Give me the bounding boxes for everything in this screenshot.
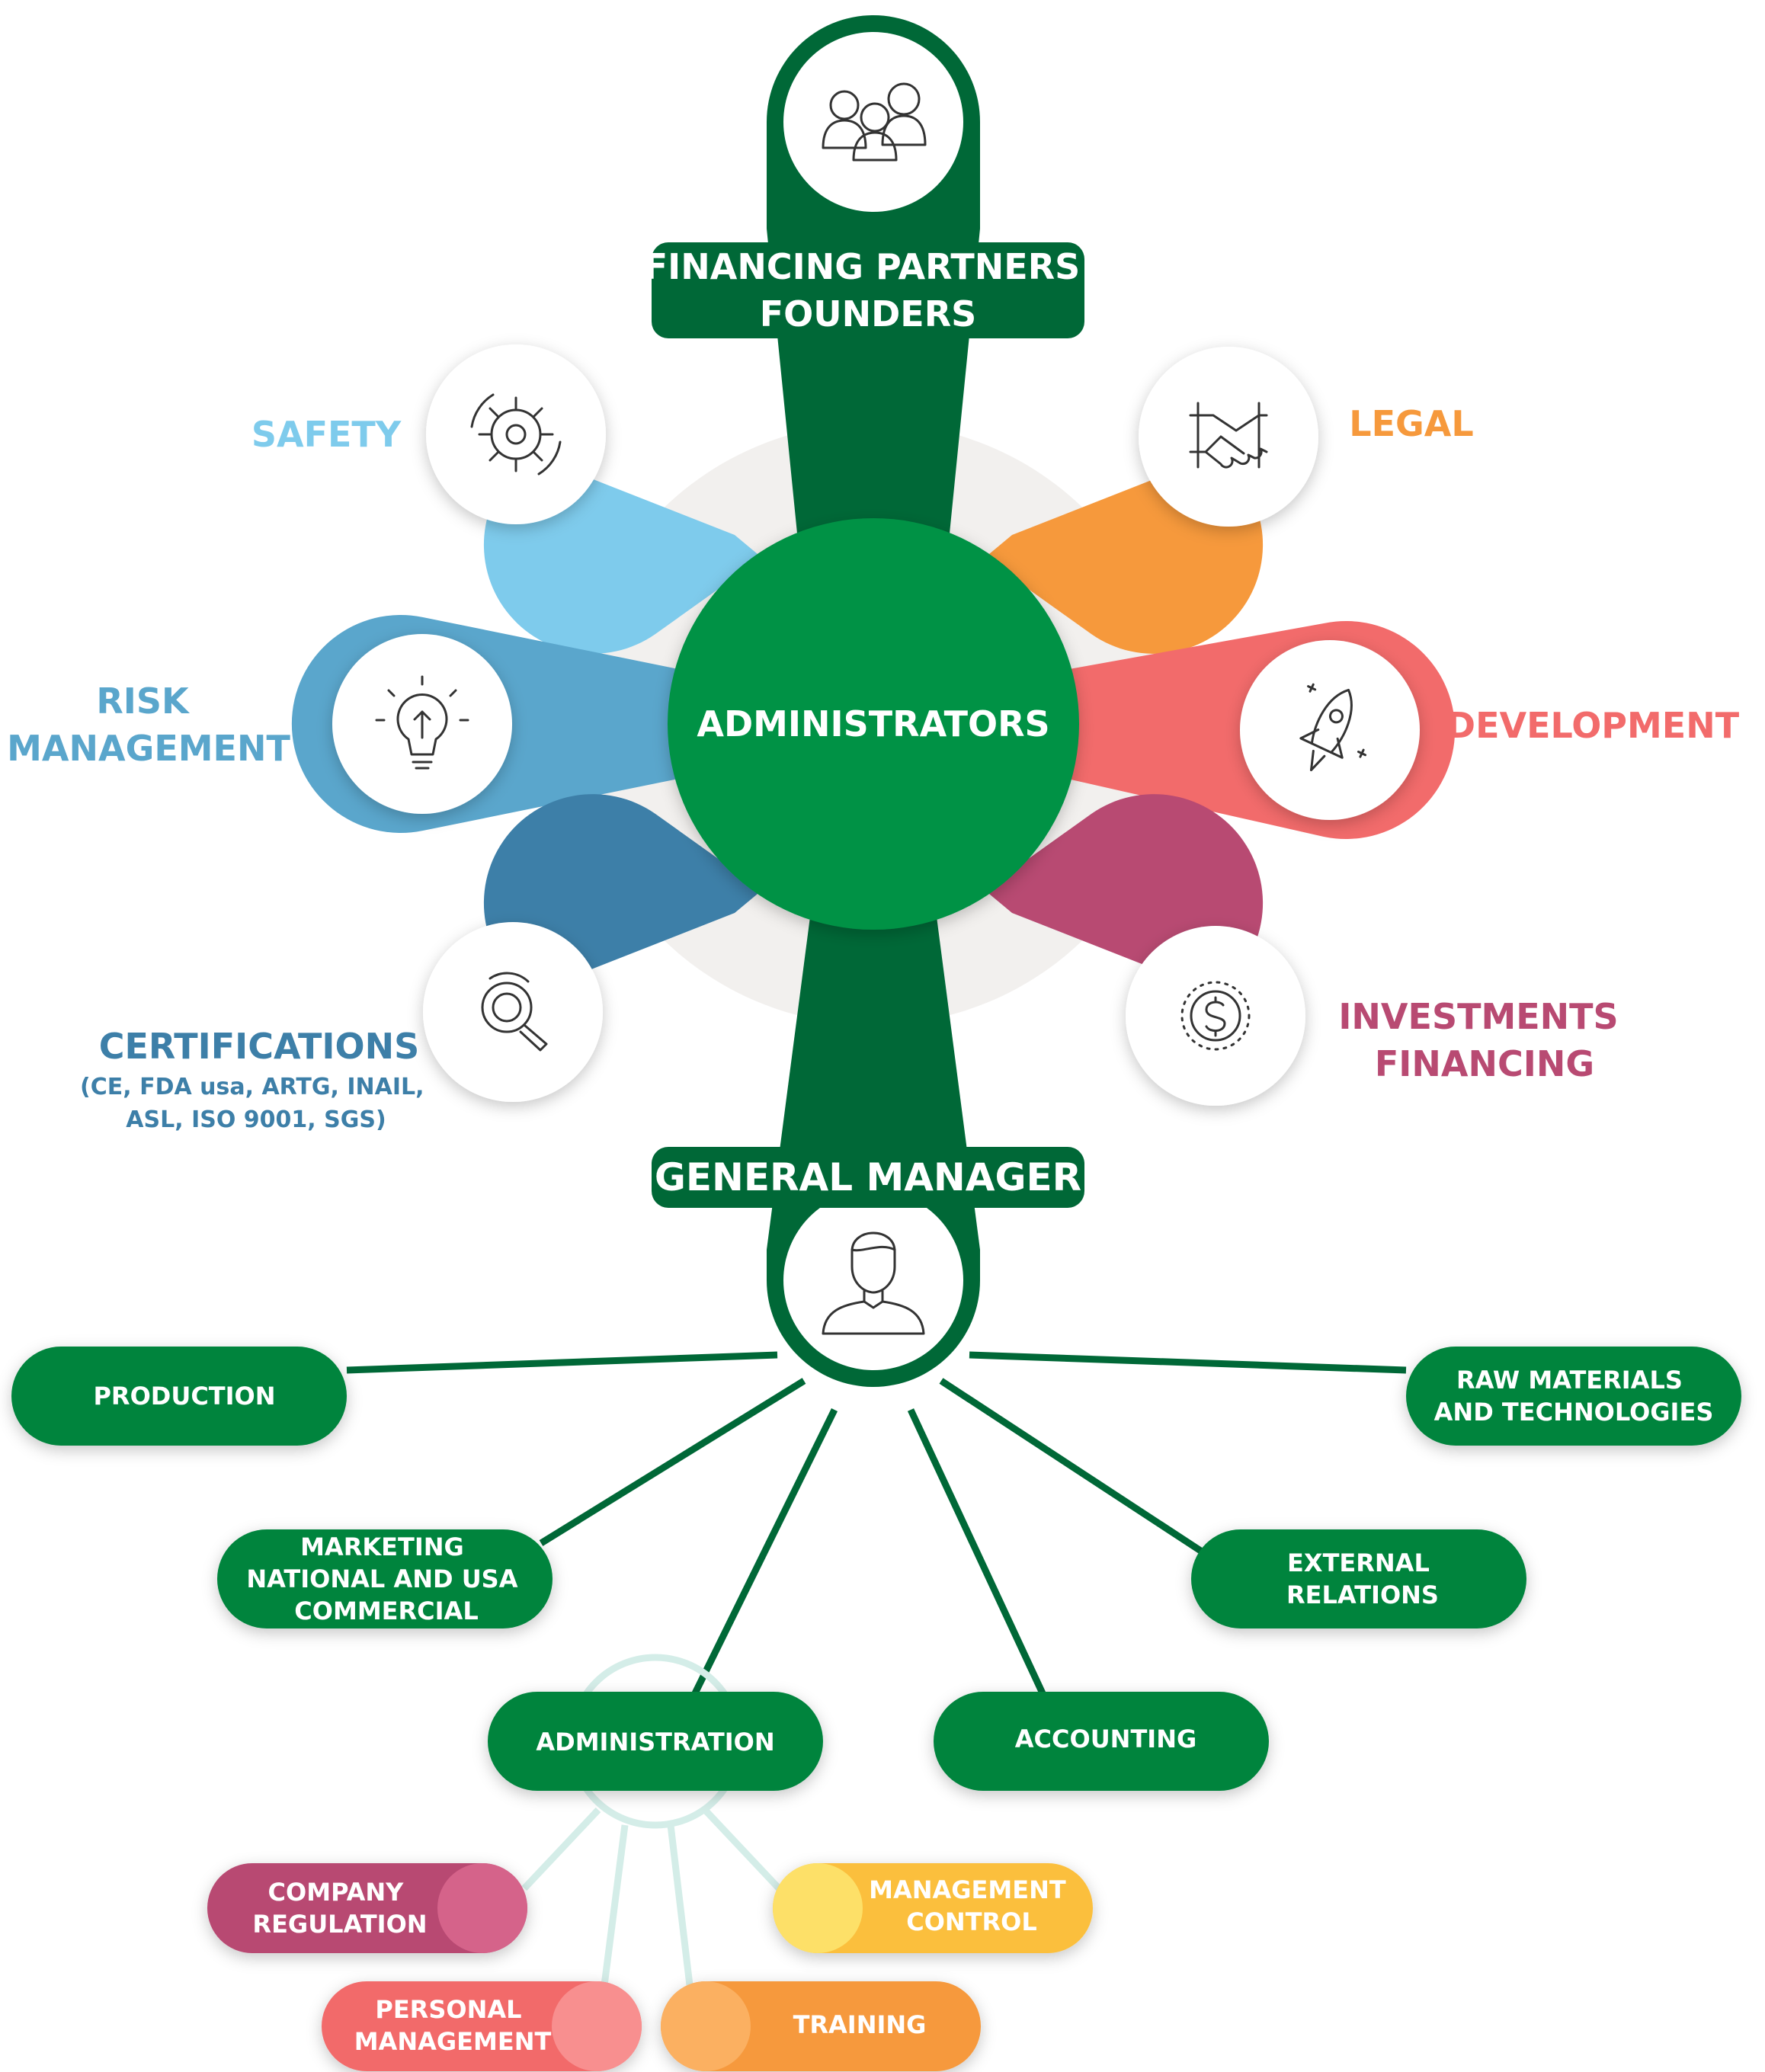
petal-certifications[interactable]: CERTIFICATIONS (CE, FDA usa, ARTG, INAIL… xyxy=(80,794,762,1133)
department-production-pill xyxy=(11,1347,347,1446)
lightbulb-icon xyxy=(375,675,469,770)
department-marketing[interactable]: MARKETING NATIONAL AND USA COMMERCIAL xyxy=(217,1529,553,1628)
center-label: ADMINISTRATORS xyxy=(697,703,1049,745)
petal-inv-label: INVESTMENTS FINANCING xyxy=(1338,996,1630,1084)
petal-risk-line-1: RISK xyxy=(96,681,191,722)
petal-safety-line-1: SAFETY xyxy=(251,414,402,455)
petal-inv-disc xyxy=(1126,926,1305,1106)
magnifier-icon xyxy=(481,972,548,1052)
department-administration[interactable]: ADMINISTRATION xyxy=(488,1692,823,1791)
sub-department-company-regulation[interactable]: COMPANY REGULATION xyxy=(207,1863,527,1953)
top-node-disc xyxy=(783,32,963,212)
department-accounting[interactable]: ACCOUNTING xyxy=(934,1692,1269,1791)
general-manager-node[interactable]: GENERAL MANAGER xyxy=(652,1147,1084,1370)
department-external-relations-line-1: EXTERNAL xyxy=(1287,1548,1430,1577)
sub-department-personal-management[interactable]: PERSONAL MANAGEMENT xyxy=(322,1981,642,2071)
sub-training-label: TRAINING xyxy=(793,2010,927,2039)
petal-cert-sublabel: (CE, FDA usa, ARTG, INAIL, ASL, ISO 9001… xyxy=(80,1074,432,1133)
handshake-icon xyxy=(1189,402,1268,469)
petal-cert-label: CERTIFICATIONS xyxy=(99,1026,420,1067)
petal-cert-sub-1: (CE, FDA usa, ARTG, INAIL, xyxy=(80,1074,424,1100)
gear-icon xyxy=(470,393,562,476)
sub-department-training[interactable]: TRAINING xyxy=(661,1981,981,2071)
department-raw-materials-pill xyxy=(1406,1347,1741,1446)
rocket-icon xyxy=(1299,683,1367,772)
dollar-coin-icon xyxy=(1180,981,1251,1051)
petal-development[interactable]: DEVELOPMENT xyxy=(1061,621,1740,839)
department-external-relations-line-2: RELATIONS xyxy=(1286,1580,1439,1609)
sub-personal-management-line-1: PERSONAL xyxy=(375,1995,521,2024)
department-administration-label: ADMINISTRATION xyxy=(536,1728,774,1757)
petal-risk-management[interactable]: RISK MANAGEMENT xyxy=(7,615,686,833)
petal-legal-disc xyxy=(1139,347,1318,527)
petal-cert-line-1: CERTIFICATIONS xyxy=(99,1026,420,1067)
petal-inv-line-1: INVESTMENTS xyxy=(1338,996,1618,1037)
department-marketing-label: MARKETING NATIONAL AND USA COMMERCIAL xyxy=(246,1532,526,1625)
department-raw-materials-line-1: RAW MATERIALS xyxy=(1456,1366,1683,1395)
sub-company-regulation-line-2: REGULATION xyxy=(252,1910,427,1939)
department-external-relations-label: EXTERNAL RELATIONS xyxy=(1286,1548,1439,1609)
sub-management-control-line-1: MANAGEMENT xyxy=(869,1875,1066,1904)
sub-personal-management-label: PERSONAL MANAGEMENT xyxy=(354,1995,552,2056)
petal-inv-line-2: FINANCING xyxy=(1375,1043,1594,1084)
petal-dev-disc xyxy=(1240,640,1420,820)
top-node-line-2: FOUNDERS xyxy=(760,293,977,335)
sub-department-management-control[interactable]: MANAGEMENT CONTROL xyxy=(773,1863,1093,1953)
department-marketing-line-1: MARKETING xyxy=(300,1532,464,1561)
department-marketing-pill xyxy=(217,1529,553,1628)
department-raw-materials-label: RAW MATERIALS AND TECHNOLOGIES xyxy=(1434,1366,1714,1427)
user-icon xyxy=(822,1231,925,1335)
top-node-financing-partners[interactable]: FINANCING PARTNERS FOUNDERS xyxy=(644,32,1093,338)
petal-safety[interactable]: SAFETY xyxy=(251,344,762,654)
petal-investments-financing[interactable]: INVESTMENTS FINANCING xyxy=(985,794,1631,1106)
department-raw-materials-line-2: AND TECHNOLOGIES xyxy=(1434,1398,1714,1427)
petal-cert-disc xyxy=(423,922,603,1102)
department-accounting-pill xyxy=(934,1692,1269,1791)
general-manager-disc xyxy=(783,1190,963,1370)
department-accounting-label: ACCOUNTING xyxy=(1015,1725,1196,1753)
petal-legal[interactable]: LEGAL xyxy=(985,347,1474,654)
department-external-relations-pill xyxy=(1191,1529,1526,1628)
top-node-line-1: FINANCING PARTNERS xyxy=(644,246,1081,287)
department-administration-pill xyxy=(488,1692,823,1791)
sub-management-control-line-2: CONTROL xyxy=(906,1907,1037,1936)
people-group-icon xyxy=(822,82,927,162)
general-manager-banner xyxy=(652,1147,1084,1208)
center-node[interactable]: ADMINISTRATORS xyxy=(668,518,1079,930)
department-production[interactable]: PRODUCTION xyxy=(11,1347,347,1446)
petal-dev-line-1: DEVELOPMENT xyxy=(1446,705,1740,746)
department-raw-materials[interactable]: RAW MATERIALS AND TECHNOLOGIES xyxy=(1406,1347,1741,1446)
center-disc xyxy=(668,518,1079,930)
petal-safety-disc xyxy=(426,344,606,524)
department-marketing-line-2: NATIONAL AND USA xyxy=(246,1564,517,1593)
petal-risk-label: RISK MANAGEMENT xyxy=(7,681,290,769)
petal-cert-sub-2: ASL, ISO 9001, SGS) xyxy=(126,1106,386,1133)
sub-management-control-accent xyxy=(773,1863,863,1953)
general-manager-label: GENERAL MANAGER xyxy=(655,1155,1081,1199)
sub-training-line-1: TRAINING xyxy=(793,2010,927,2039)
petal-dev-label: DEVELOPMENT xyxy=(1446,705,1740,746)
top-node-banner xyxy=(652,242,1084,338)
sub-personal-management-line-2: MANAGEMENT xyxy=(354,2027,552,2056)
petal-legal-label: LEGAL xyxy=(1349,403,1473,444)
department-production-line-1: PRODUCTION xyxy=(93,1382,275,1411)
petal-legal-line-1: LEGAL xyxy=(1349,403,1473,444)
sub-company-regulation-line-1: COMPANY xyxy=(268,1878,405,1907)
sub-company-regulation-label: COMPANY REGULATION xyxy=(252,1878,427,1939)
department-connectors xyxy=(346,1351,1407,1695)
sub-company-regulation-accent xyxy=(437,1863,527,1953)
department-accounting-line-1: ACCOUNTING xyxy=(1015,1725,1196,1753)
petal-risk-line-2: MANAGEMENT xyxy=(7,728,290,769)
sub-management-control-label: MANAGEMENT CONTROL xyxy=(869,1875,1075,1936)
sub-personal-management-accent xyxy=(552,1981,642,2071)
department-administration-line-1: ADMINISTRATION xyxy=(536,1728,774,1757)
sub-training-accent xyxy=(661,1981,751,2071)
department-production-label: PRODUCTION xyxy=(93,1382,275,1411)
department-marketing-line-3: COMMERCIAL xyxy=(294,1596,478,1625)
department-external-relations[interactable]: EXTERNAL RELATIONS xyxy=(1191,1529,1526,1628)
top-node-label: FINANCING PARTNERS FOUNDERS xyxy=(644,246,1093,335)
petal-safety-label: SAFETY xyxy=(251,414,402,455)
